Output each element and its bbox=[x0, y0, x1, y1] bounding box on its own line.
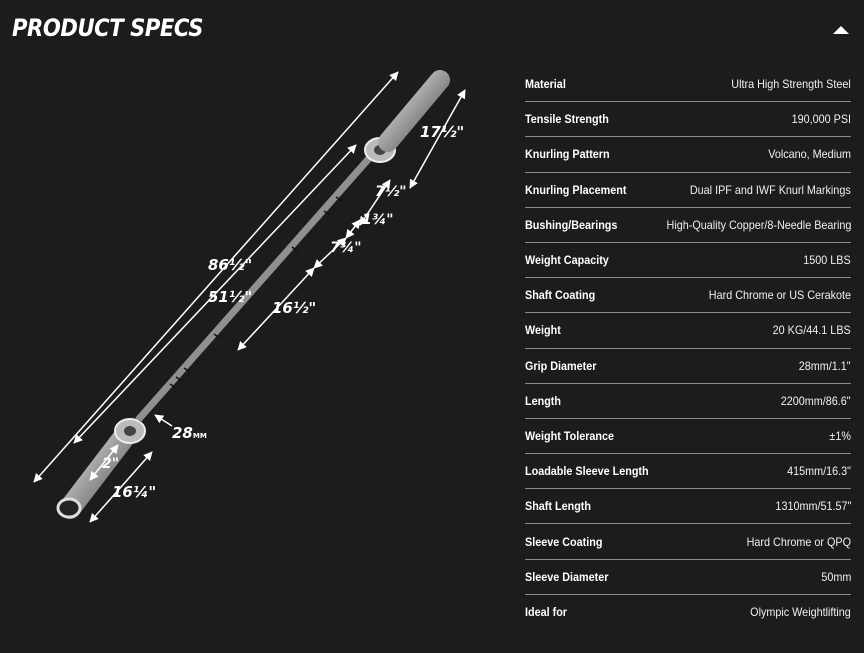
spec-label: Knurling Placement bbox=[525, 182, 627, 197]
spec-label: Ideal for bbox=[525, 604, 568, 619]
dim-knurl-a: 7½" bbox=[375, 184, 407, 200]
spec-label: Bushing/Bearings bbox=[525, 217, 618, 232]
spec-row: Sleeve Diameter 50mm bbox=[525, 560, 851, 595]
dim-knurl-b: 1¾" bbox=[362, 212, 394, 228]
spec-value: 28mm/1.1" bbox=[799, 358, 851, 373]
spec-value: 415mm/16.3" bbox=[787, 464, 851, 479]
spec-row: Bushing/Bearings High-Quality Copper/8-Ne… bbox=[525, 208, 851, 243]
spec-value: 50mm bbox=[820, 569, 851, 584]
spec-value: Hard Chrome or QPQ bbox=[746, 534, 851, 549]
spec-row: Knurling Pattern Volcano, Medium bbox=[525, 137, 851, 173]
spec-value: ±1% bbox=[829, 428, 851, 443]
spec-row: Grip Diameter 28mm/1.1" bbox=[525, 349, 851, 384]
spec-value: 2200mm/86.6" bbox=[781, 393, 851, 408]
spec-row: Sleeve Coating Hard Chrome or QPQ bbox=[525, 524, 851, 560]
spec-label: Length bbox=[525, 393, 561, 408]
spec-value: High-Quality Copper/8-Needle Bearing bbox=[666, 217, 851, 232]
spec-label: Sleeve Diameter bbox=[525, 569, 609, 584]
collapse-chevron-up-icon[interactable] bbox=[832, 24, 850, 36]
dim-knurl-c: 7¾" bbox=[330, 240, 362, 256]
spec-label: Loadable Sleeve Length bbox=[525, 464, 649, 479]
spec-label: Sleeve Coating bbox=[525, 534, 603, 549]
spec-row: Length 2200mm/86.6" bbox=[525, 384, 851, 419]
spec-row: Ideal for Olympic Weightlifting bbox=[525, 595, 851, 629]
spec-value: 190,000 PSI bbox=[791, 112, 851, 127]
spec-row: Material Ultra High Strength Steel bbox=[525, 67, 851, 103]
spec-label: Shaft Coating bbox=[525, 288, 596, 303]
dim-diameter: 28MM bbox=[172, 424, 207, 442]
spec-value: Olympic Weightlifting bbox=[750, 604, 851, 619]
spec-value: Volcano, Medium bbox=[768, 147, 851, 162]
section-header[interactable]: PRODUCT SPECS bbox=[0, 0, 864, 62]
dim-inner-length: 51½" bbox=[208, 288, 252, 306]
spec-row: Tensile Strength 190,000 PSI bbox=[525, 102, 851, 138]
spec-label: Weight Tolerance bbox=[525, 428, 615, 443]
dim-overall-length: 86½" bbox=[208, 256, 252, 274]
spec-row: Shaft Length 1310mm/51.57" bbox=[525, 489, 851, 525]
spec-label: Weight Capacity bbox=[525, 253, 609, 268]
spec-label: Weight bbox=[525, 323, 561, 338]
spec-row: Weight 20 KG/44.1 LBS bbox=[525, 313, 851, 349]
spec-value: Ultra High Strength Steel bbox=[731, 77, 851, 92]
spec-value: Hard Chrome or US Cerakote bbox=[708, 288, 851, 303]
spec-label: Material bbox=[525, 77, 566, 92]
dim-knurl-d: 16½" bbox=[272, 299, 316, 317]
spec-label: Grip Diameter bbox=[525, 358, 597, 373]
section-title: PRODUCT SPECS bbox=[12, 14, 204, 42]
spec-row: Weight Capacity 1500 LBS bbox=[525, 243, 851, 279]
spec-row: Loadable Sleeve Length 415mm/16.3" bbox=[525, 454, 851, 490]
spec-row: Knurling Placement Dual IPF and IWF Knurl… bbox=[525, 173, 851, 208]
spec-label: Knurling Pattern bbox=[525, 147, 610, 162]
dimension-lines bbox=[33, 71, 466, 523]
spec-row: Weight Tolerance ±1% bbox=[525, 419, 851, 455]
spec-label: Shaft Length bbox=[525, 499, 591, 514]
spec-label: Tensile Strength bbox=[525, 112, 609, 127]
spec-value: 1500 LBS bbox=[803, 253, 851, 268]
spec-row: Shaft Coating Hard Chrome or US Cerakote bbox=[525, 278, 851, 314]
dim-sleeve-length-bottom: 16¼" bbox=[112, 483, 156, 501]
barbell-diagram: 86½" 51½" 17½" 7½" 1¾" 7¾" 16½" 28MM 2" … bbox=[0, 60, 500, 648]
spec-value: Dual IPF and IWF Knurl Markings bbox=[690, 182, 851, 197]
spec-value: 20 KG/44.1 LBS bbox=[772, 323, 851, 338]
dim-sleeve-length-top: 17½" bbox=[420, 123, 464, 141]
spec-value: 1310mm/51.57" bbox=[775, 499, 851, 514]
dim-collar: 2" bbox=[102, 456, 119, 472]
